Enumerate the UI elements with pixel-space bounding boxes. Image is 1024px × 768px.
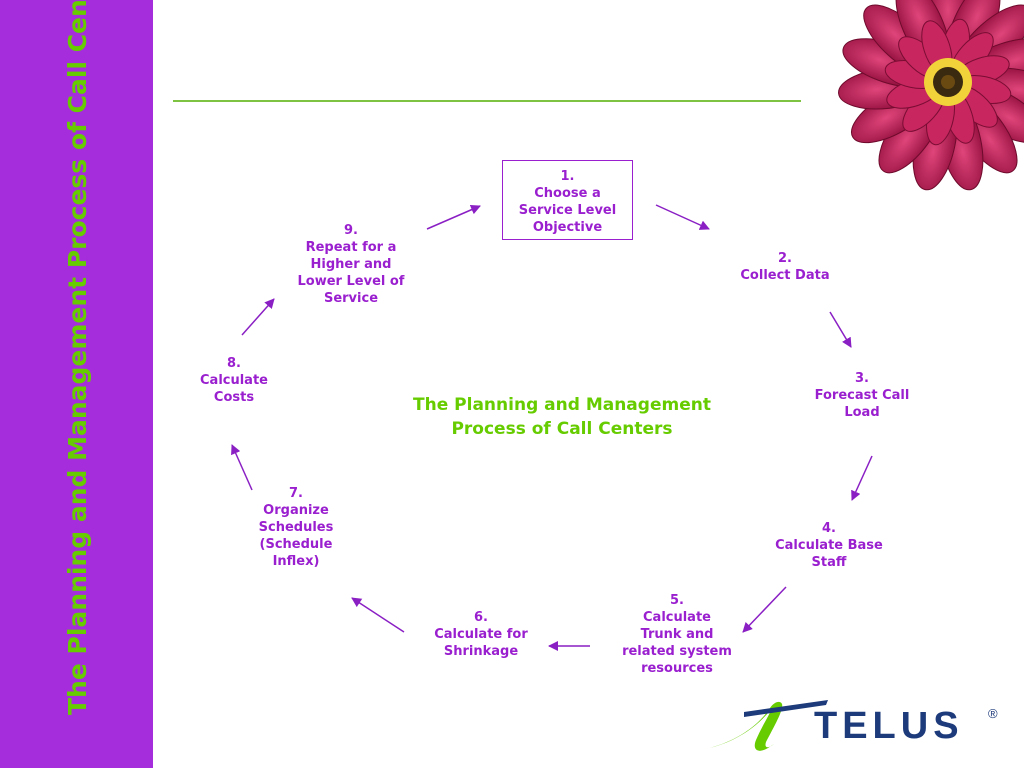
sidebar: The Planning and Management Process of C… bbox=[0, 0, 153, 768]
step-5-line-3: related system bbox=[622, 644, 732, 659]
step-2-line-1: Collect Data bbox=[740, 268, 830, 283]
arrow-4-to-5 bbox=[742, 586, 787, 633]
step-4-number: 4. bbox=[822, 521, 836, 536]
telus-swoosh-icon bbox=[710, 701, 783, 751]
diagram-title: The Planning and Management Process of C… bbox=[390, 393, 734, 441]
step-7-number: 7. bbox=[289, 486, 303, 501]
step-7-line-1: Organize bbox=[263, 503, 329, 518]
arrow-8-to-9 bbox=[241, 298, 275, 336]
diagram-title-line-1: The Planning and Management bbox=[413, 395, 711, 415]
step-4-line-2: Staff bbox=[811, 555, 847, 570]
diagram-title-line-2: Process of Call Centers bbox=[451, 419, 673, 439]
step-3-label: 3. Forecast Call Load bbox=[802, 370, 922, 421]
step-1-number: 1. bbox=[560, 169, 575, 184]
step-5-line-4: resources bbox=[641, 661, 713, 676]
step-9-line-4: Service bbox=[323, 291, 379, 306]
step-9-number: 9. bbox=[344, 223, 358, 238]
telus-wordmark: TELUS bbox=[814, 705, 964, 747]
step-2-number: 2. bbox=[778, 251, 792, 266]
registered-mark: ® bbox=[988, 706, 998, 721]
step-1-line-1: Choose a bbox=[534, 186, 601, 201]
step-3-line-1: Forecast Call bbox=[814, 388, 910, 403]
step-9-line-2: Higher and bbox=[310, 257, 392, 272]
step-4-label: 4. Calculate Base Staff bbox=[764, 520, 894, 571]
arrow-6-to-7 bbox=[351, 597, 405, 633]
arrow-7-to-8 bbox=[231, 444, 253, 491]
arrow-3-to-4 bbox=[851, 455, 873, 501]
step-6-number: 6. bbox=[474, 610, 488, 625]
arrow-1-to-2 bbox=[655, 204, 710, 230]
step-9-line-3: Lower Level of bbox=[297, 274, 405, 289]
flower-image bbox=[838, 0, 1024, 191]
step-1-line-3: Objective bbox=[532, 220, 603, 235]
step-6-line-1: Calculate for bbox=[434, 627, 528, 642]
step-9-line-1: Repeat for a bbox=[305, 240, 397, 255]
step-8-label: 8. Calculate Costs bbox=[184, 355, 284, 406]
step-6-label: 6. Calculate for Shrinkage bbox=[421, 609, 541, 660]
arrow-2-to-3 bbox=[829, 311, 852, 348]
telus-logo: TELUS ® bbox=[710, 700, 998, 751]
step-5-line-2: Trunk and bbox=[640, 627, 714, 642]
step-6-line-2: Shrinkage bbox=[443, 644, 519, 659]
step-5-line-1: Calculate bbox=[643, 610, 711, 625]
step-5-number: 5. bbox=[670, 593, 684, 608]
step-3-line-2: Load bbox=[844, 405, 880, 420]
step-7-label: 7. Organize Schedules (Schedule Inflex) bbox=[236, 485, 356, 570]
step-7-line-2: Schedules bbox=[258, 520, 334, 535]
step-1-line-2: Service Level bbox=[518, 203, 617, 218]
step-8-line-2: Costs bbox=[213, 390, 255, 405]
step-7-line-4: Inflex) bbox=[272, 554, 320, 569]
step-7-line-3: (Schedule bbox=[259, 537, 333, 552]
step-8-number: 8. bbox=[227, 356, 241, 371]
step-4-line-1: Calculate Base bbox=[775, 538, 883, 553]
step-5-label: 5. Calculate Trunk and related system re… bbox=[612, 592, 742, 677]
step-9-label: 9. Repeat for a Higher and Lower Level o… bbox=[286, 222, 416, 307]
step-8-line-1: Calculate bbox=[200, 373, 268, 388]
step-2-label: 2. Collect Data bbox=[725, 250, 845, 284]
step-3-number: 3. bbox=[855, 371, 869, 386]
step-1-box: 1. Choose a Service Level Objective bbox=[502, 160, 633, 240]
arrow-9-to-1 bbox=[426, 204, 481, 230]
top-divider bbox=[173, 100, 801, 102]
